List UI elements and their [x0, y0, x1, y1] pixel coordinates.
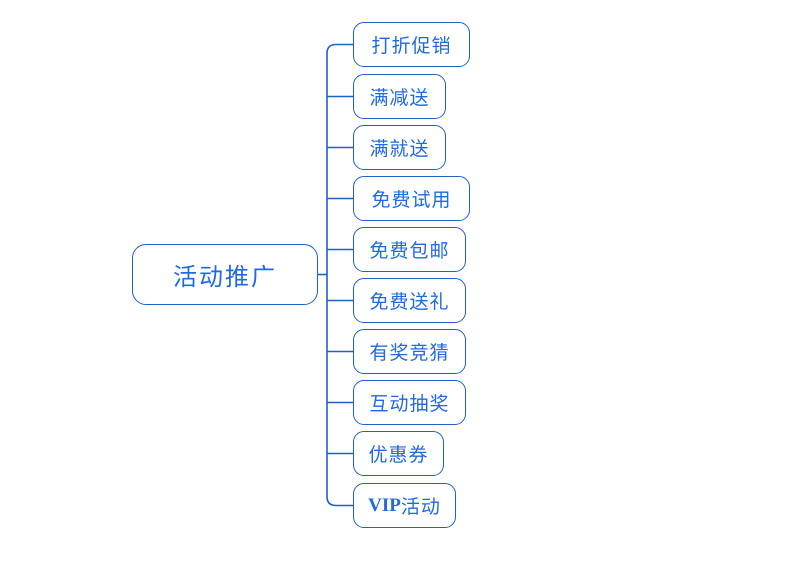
- child-node-6[interactable]: 免费送礼: [353, 278, 466, 323]
- child-node-label: 满就送: [369, 139, 430, 160]
- child-node-9[interactable]: 优惠券: [353, 431, 444, 476]
- child-node-label: 免费送礼: [369, 292, 450, 313]
- child-node-7[interactable]: 有奖竞猜: [353, 329, 466, 374]
- branch-connector-1: [326, 43, 353, 54]
- branch-connector-10: [326, 496, 353, 507]
- child-node-3[interactable]: 满就送: [353, 125, 446, 170]
- root-node-label: 活动推广: [173, 264, 277, 291]
- child-node-label: 互动抽奖: [369, 394, 450, 415]
- child-node-label: 免费包邮: [369, 241, 450, 262]
- child-node-label: 打折促销: [371, 36, 452, 57]
- child-node-1[interactable]: 打折促销: [353, 22, 470, 67]
- child-node-label: 免费试用: [371, 190, 452, 211]
- child-node-label: 满减送: [369, 88, 430, 109]
- child-node-5[interactable]: 免费包邮: [353, 227, 466, 272]
- child-node-2[interactable]: 满减送: [353, 74, 446, 119]
- child-node-4[interactable]: 免费试用: [353, 176, 470, 221]
- child-node-label-latin: VIP: [368, 494, 401, 516]
- child-node-label: 有奖竞猜: [369, 343, 450, 364]
- child-node-label-cjk: 活动: [400, 497, 441, 518]
- child-node-8[interactable]: 互动抽奖: [353, 380, 466, 425]
- root-node[interactable]: 活动推广: [132, 244, 318, 305]
- child-node-label: 优惠券: [368, 445, 429, 466]
